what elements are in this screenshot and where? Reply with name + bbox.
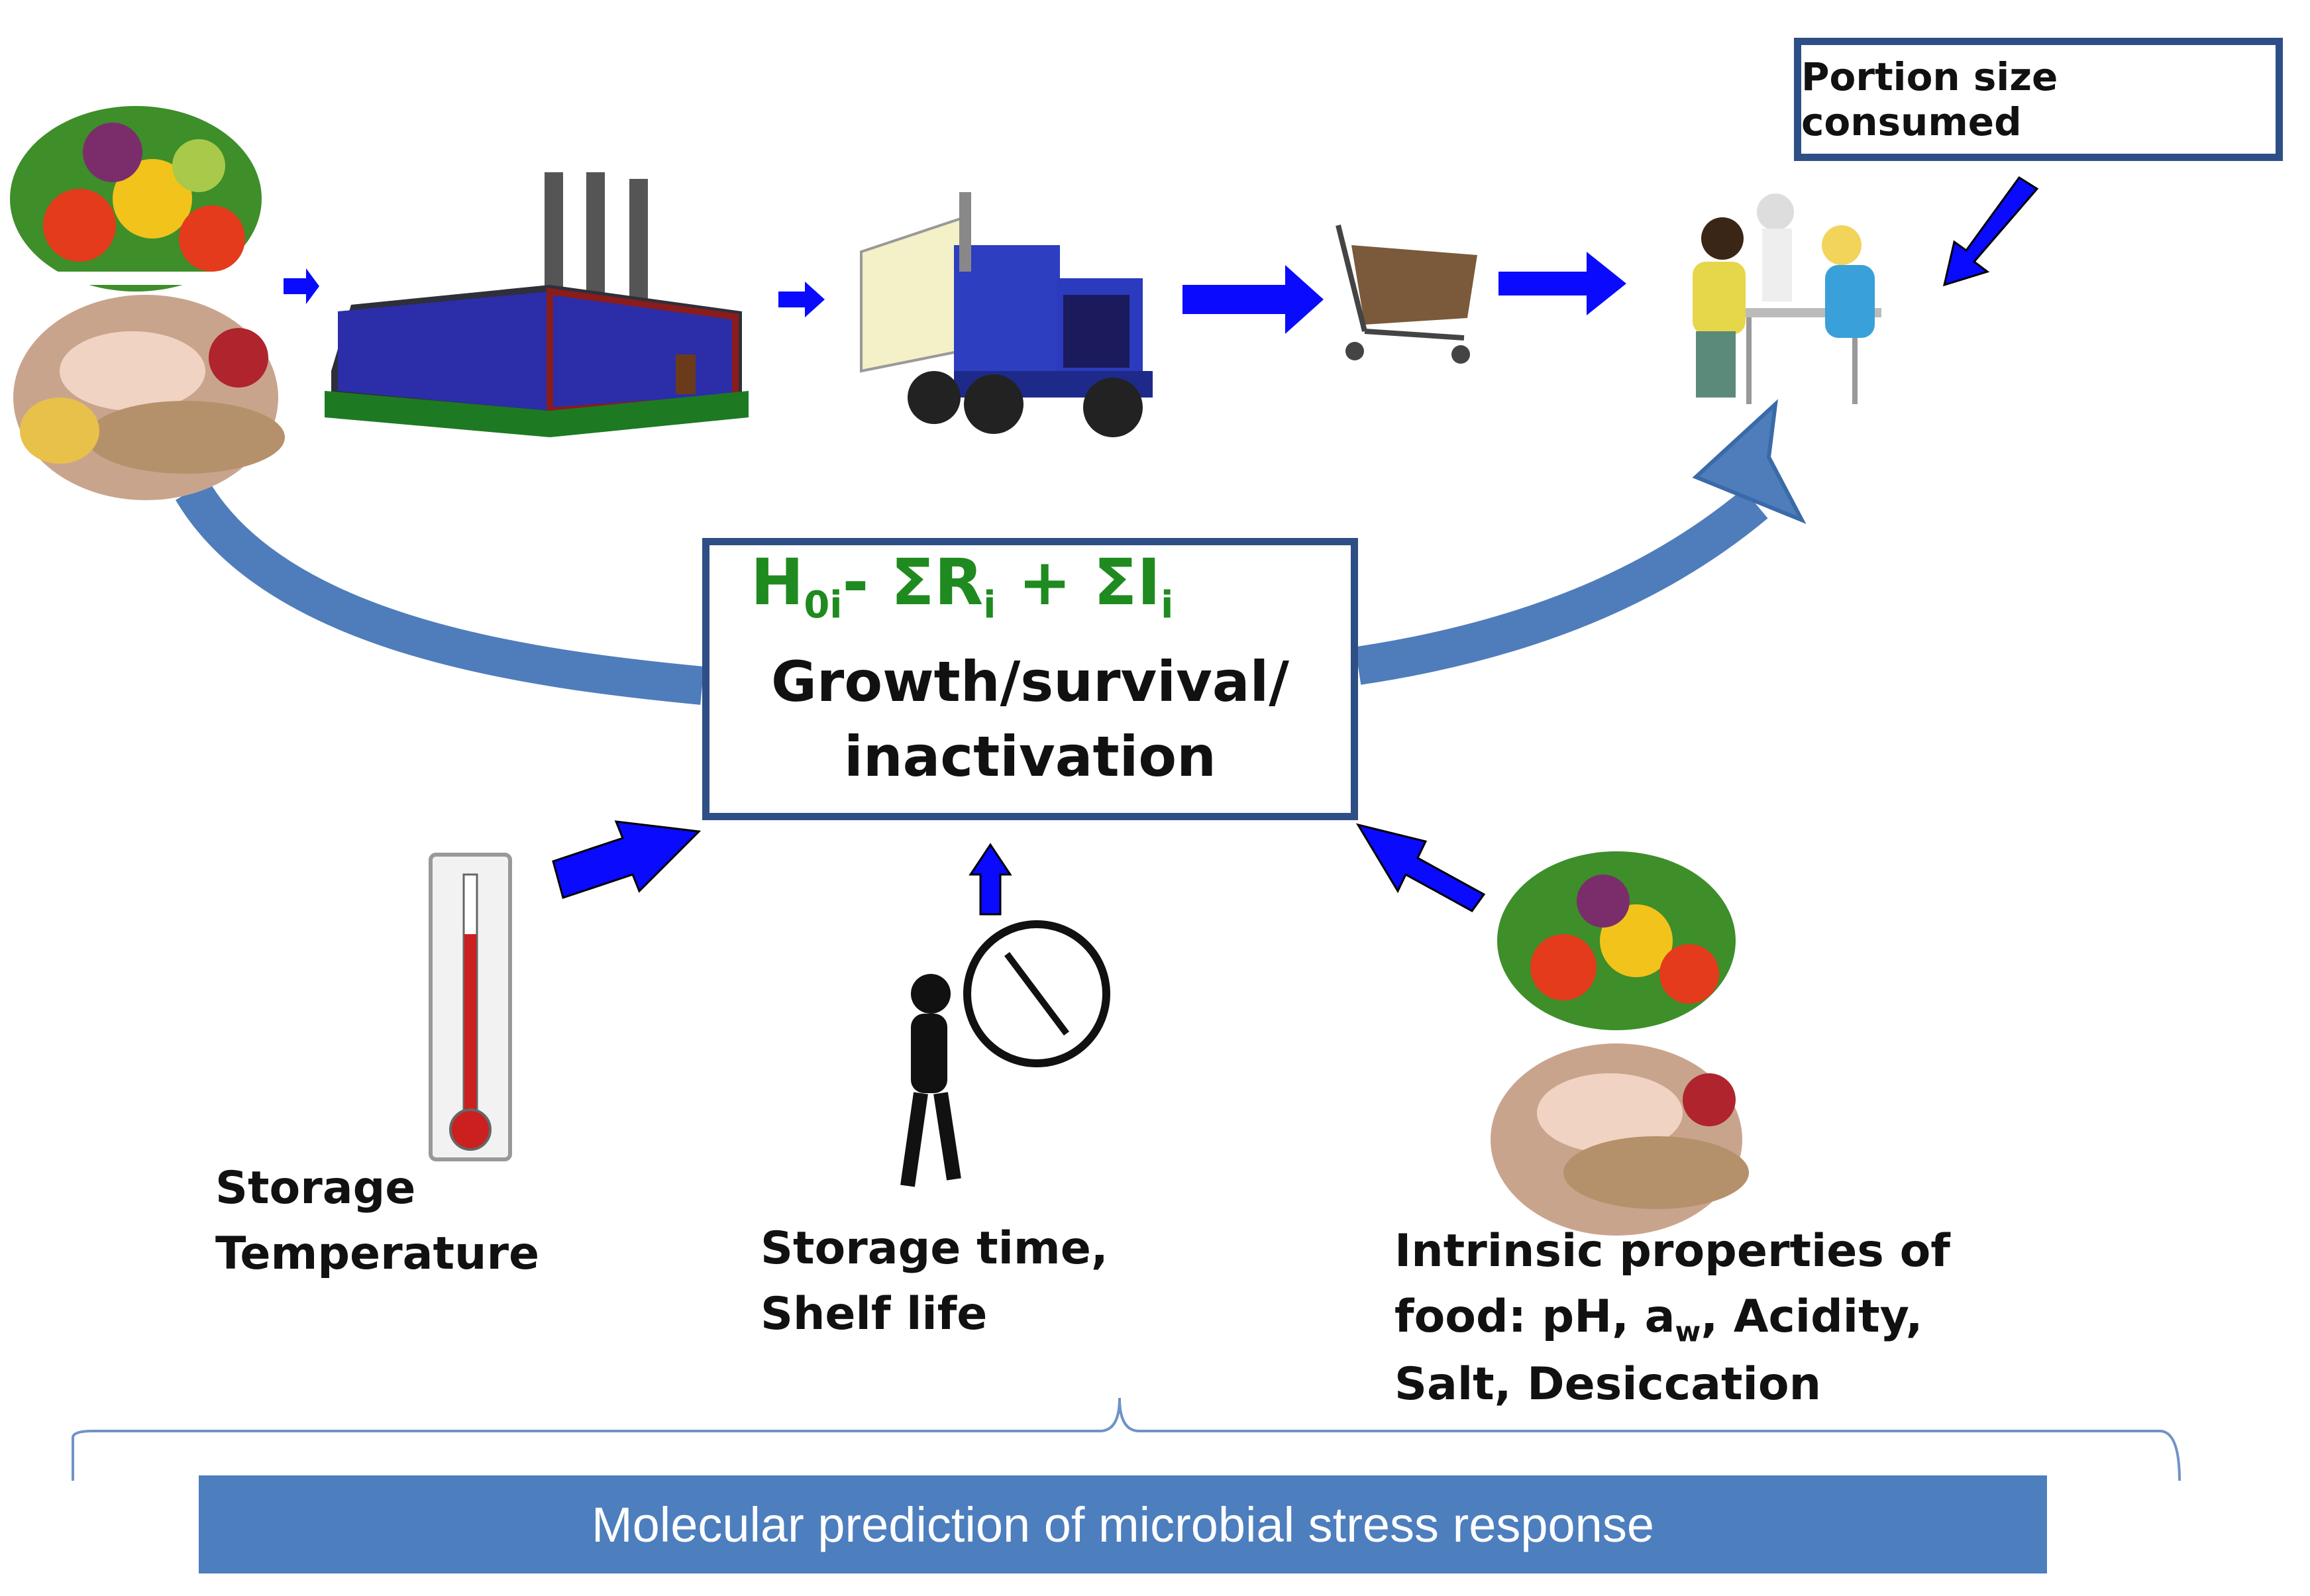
portion-size-box: Portion size consumed xyxy=(1794,38,2283,161)
produce-meat-icon xyxy=(10,106,285,500)
shopping-cart-icon xyxy=(1336,225,1477,364)
formula: H0i- ΣRi + ΣIi xyxy=(751,545,1173,627)
intrinsic-label: Intrinsic properties of food: pH, aw, Ac… xyxy=(1394,1219,1950,1418)
arrow-factory-truck xyxy=(778,282,825,317)
clock-person-icon xyxy=(900,920,1110,1187)
formula-r-sub: i xyxy=(983,584,996,627)
arrow-portion-diners xyxy=(1942,176,2039,287)
intrinsic-line-2-a: food: pH, a xyxy=(1394,1290,1675,1343)
factory-icon xyxy=(325,172,749,437)
formula-plus-i: + ΣI xyxy=(996,545,1161,619)
intrinsic-line-2: food: pH, aw, Acidity, xyxy=(1394,1285,1950,1352)
temperature-line-1: Storage xyxy=(215,1162,416,1214)
intrinsic-line-2-b: , Acidity, xyxy=(1701,1290,1923,1343)
intrinsic-line-2-sub: w xyxy=(1675,1315,1701,1348)
thermometer-icon xyxy=(429,853,512,1161)
center-line-1: Growth/survival/ xyxy=(770,649,1289,714)
banner: Molecular prediction of microbial stress… xyxy=(199,1475,2047,1573)
center-label: Growth/survival/ inactivation xyxy=(709,645,1351,795)
intrinsic-line-1: Intrinsic properties of xyxy=(1394,1225,1950,1277)
banner-label: Molecular prediction of microbial stress… xyxy=(591,1497,1654,1552)
time-label: Storage time, Shelf life xyxy=(761,1216,1108,1347)
arrow-temperature-center xyxy=(552,820,702,899)
formula-i-sub: i xyxy=(1161,584,1174,627)
diners-icon xyxy=(1693,193,1881,404)
arrow-produce-factory xyxy=(284,268,319,304)
formula-h: H xyxy=(751,545,804,619)
time-line-1: Storage time, xyxy=(761,1222,1108,1275)
arrow-time-center xyxy=(969,843,1012,916)
temperature-label: Storage Temperature xyxy=(215,1156,539,1287)
main-curve-arrow xyxy=(176,399,1807,705)
arrow-cart-diners xyxy=(1498,252,1626,315)
portion-size-label: Portion size consumed xyxy=(1801,54,2058,144)
temperature-line-2: Temperature xyxy=(215,1227,540,1280)
intrinsic-line-3: Salt, Desiccation xyxy=(1394,1358,1821,1411)
brace xyxy=(72,1397,2181,1481)
formula-h-sub: 0i xyxy=(804,584,843,627)
arrow-intrinsic-center xyxy=(1355,823,1486,912)
arrow-truck-cart xyxy=(1182,265,1324,334)
time-line-2: Shelf life xyxy=(761,1287,988,1340)
truck-icon xyxy=(860,192,1153,437)
center-box: H0i- ΣRi + ΣIi Growth/survival/ inactiva… xyxy=(702,538,1358,820)
produce-meat-icon-right xyxy=(1491,851,1749,1236)
center-line-2: inactivation xyxy=(844,724,1216,790)
formula-minus-r: - ΣR xyxy=(842,545,984,619)
